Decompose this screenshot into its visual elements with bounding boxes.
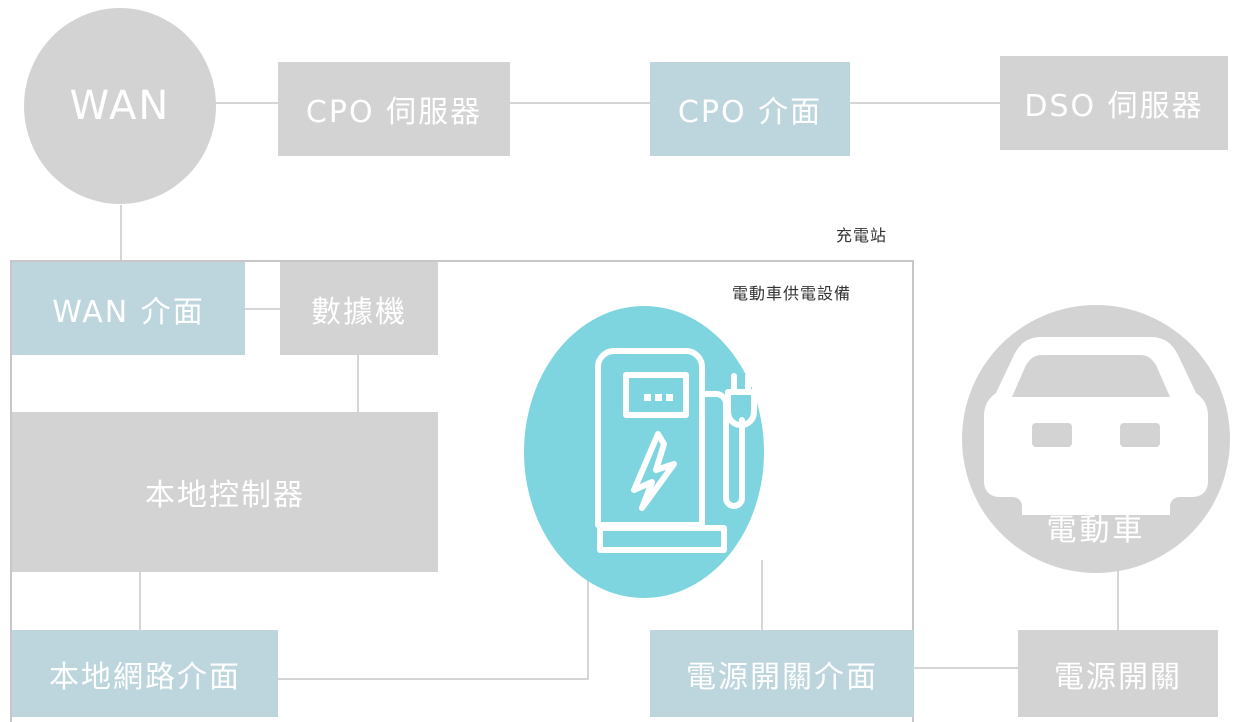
car-icon [984,337,1208,515]
charging-station-frame [10,260,914,722]
local-controller-node: 本地控制器 [12,412,438,572]
wan-interface-node: WAN 介面 [12,262,245,355]
ev-charger-icon [595,348,757,553]
cpo-interface-node: CPO 介面 [650,62,850,156]
ev-node: 電動車 [962,305,1230,573]
ev-charger-circle [524,306,764,598]
power-switch-interface-node: 電源開關介面 [650,630,914,717]
wan-node: WAN [24,8,216,204]
charging-station-label: 充電站 [836,226,888,245]
evse-label: 電動車供電設備 [732,284,852,303]
dso-server-node: DSO 伺服器 [1000,56,1228,150]
local-network-interface-node: 本地網路介面 [12,630,278,717]
cpo-server-node: CPO 伺服器 [278,62,510,156]
data-logger-node: 數據機 [280,262,438,355]
local-network-to-charger-line [278,580,589,680]
ev-label: 電動車 [1046,513,1146,548]
power-switch-node: 電源開關 [1018,630,1218,717]
